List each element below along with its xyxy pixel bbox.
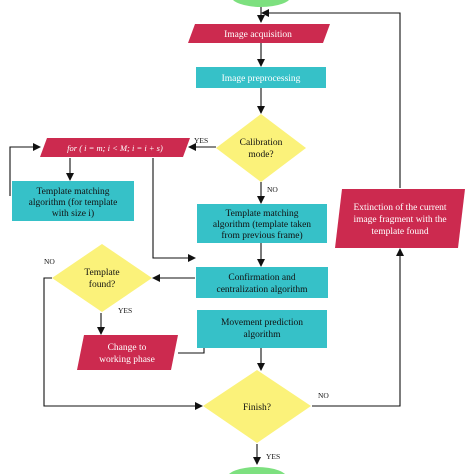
calibration-label-line1: Calibration: [240, 138, 283, 148]
extinction-line3: template found: [371, 226, 428, 237]
extinction-line2: image fragment with the: [353, 214, 446, 225]
movement-line2: algorithm: [244, 330, 282, 340]
confirmation-line1: Confirmation and: [228, 272, 296, 283]
template-prev-line2: algorithm (template taken: [213, 219, 311, 230]
template-found-decision-node: Template found?: [52, 244, 152, 312]
edge-loop-back-to-for: [9, 143, 41, 196]
finish-yes-label: YES: [266, 452, 280, 461]
calibration-no-label: NO: [267, 185, 278, 194]
image-acquisition-node: Image acquisition: [188, 24, 330, 43]
image-acquisition-label: Image acquisition: [224, 30, 292, 40]
finish-label: Finish?: [243, 403, 271, 413]
template-size-line2: algorithm (for template: [29, 197, 118, 208]
template-matching-size-node: Template matching algorithm (for templat…: [12, 181, 134, 221]
template-size-line1: Template matching: [37, 187, 110, 197]
for-loop-label: for ( i = m; i < M; i = i + s): [67, 143, 163, 153]
calibration-yes-label: YES: [194, 136, 208, 145]
template-prev-line3: from previous frame): [221, 230, 302, 241]
for-loop-node: for ( i = m; i < M; i = i + s): [40, 138, 190, 157]
image-preprocessing-label: Image preprocessing: [222, 74, 301, 84]
edge-for-exit-to-confirmation: [152, 158, 196, 262]
finish-no-label: NO: [318, 391, 329, 400]
change-line1: Change to: [108, 343, 147, 353]
template-size-line3: with size i): [52, 208, 94, 219]
template-prev-line1: Template matching: [226, 209, 299, 219]
confirmation-line2: centralization algorithm: [216, 285, 308, 295]
extinction-node: Extinction of the current image fragment…: [335, 189, 465, 248]
image-preprocessing-node: Image preprocessing: [196, 67, 326, 88]
finish-decision-node: Finish?: [203, 370, 311, 443]
edge-finish-no-to-extinction: [312, 248, 404, 407]
template-found-line1: Template: [84, 268, 119, 278]
template-found-no-label: NO: [44, 257, 55, 266]
movement-prediction-node: Movement prediction algorithm: [197, 310, 327, 348]
calibration-decision-node: Calibration mode?: [216, 114, 306, 182]
calibration-label-line2: mode?: [248, 150, 273, 160]
movement-line1: Movement prediction: [221, 318, 303, 328]
start-terminal: [233, 0, 289, 7]
change-line2: working phase: [99, 355, 155, 365]
extinction-line1: Extinction of the current: [353, 202, 446, 213]
template-found-line2: found?: [89, 279, 115, 290]
edge-found-no-to-finish: [43, 277, 203, 410]
change-working-phase-node: Change to working phase: [77, 335, 178, 370]
end-terminal: [229, 467, 285, 474]
edge-extinction-loop-top: [261, 9, 401, 188]
template-matching-prev-node: Template matching algorithm (template ta…: [197, 204, 327, 243]
confirmation-node: Confirmation and centralization algorith…: [196, 267, 328, 298]
template-found-yes-label: YES: [118, 306, 132, 315]
